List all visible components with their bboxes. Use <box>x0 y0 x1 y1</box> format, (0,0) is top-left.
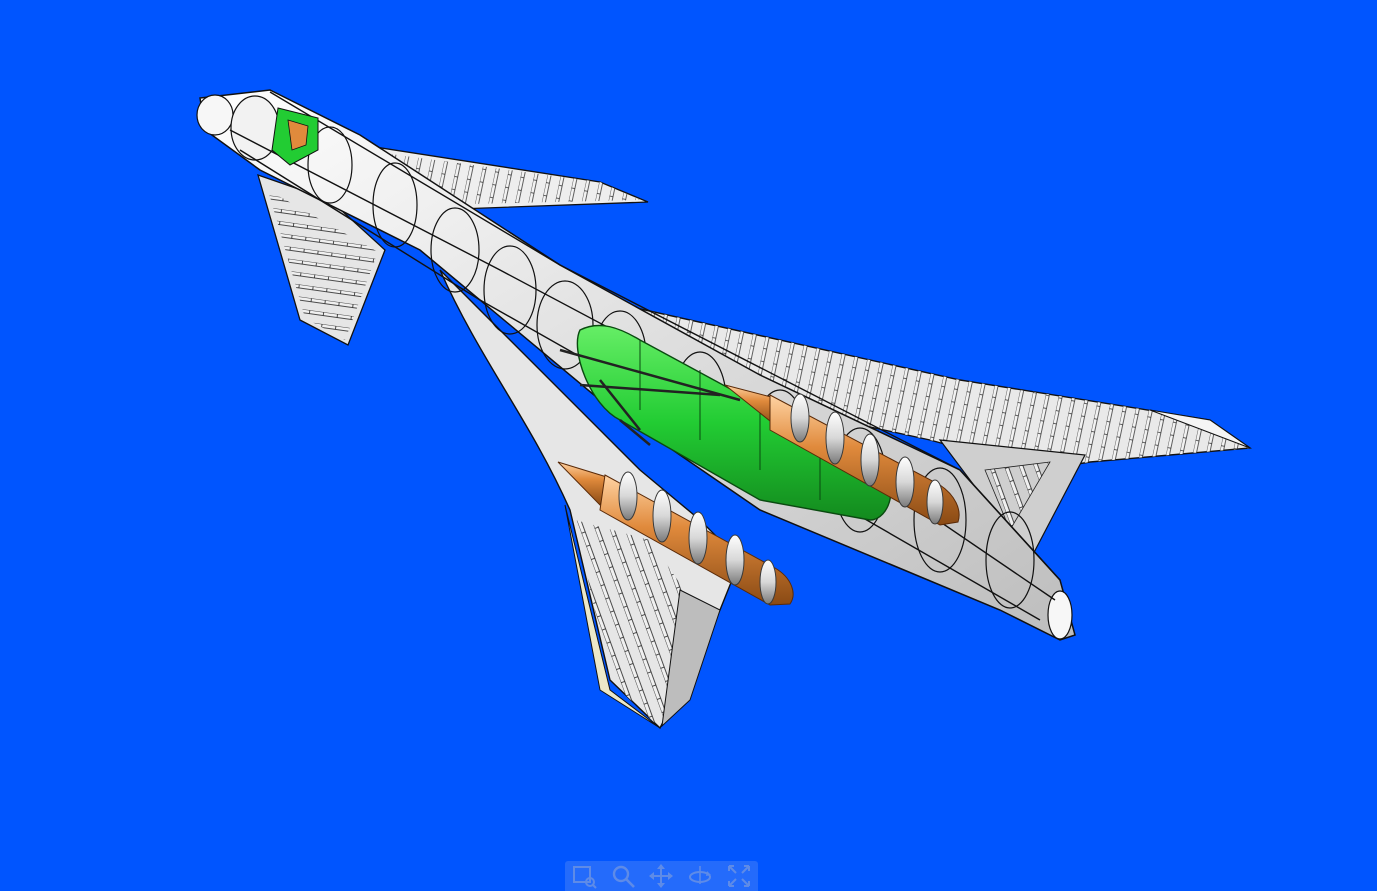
internal-struts <box>559 348 741 446</box>
zoom-area-icon <box>573 866 598 889</box>
view-toolbar <box>565 861 758 891</box>
zoom-icon <box>612 865 635 888</box>
pan-icon <box>649 864 674 888</box>
pan-button[interactable] <box>645 861 677 891</box>
left-main-wing <box>439 269 741 730</box>
fit-all-button[interactable] <box>723 861 755 891</box>
right-main-wing <box>597 298 1252 471</box>
cockpit <box>271 107 319 166</box>
booster-lower <box>557 461 794 606</box>
zoom-area-button[interactable] <box>568 861 600 891</box>
rotate-button[interactable] <box>684 861 716 891</box>
booster-upper <box>724 384 960 526</box>
rotate-icon <box>689 866 712 884</box>
fit-all-icon <box>727 865 750 887</box>
zoom-button[interactable] <box>607 861 639 891</box>
